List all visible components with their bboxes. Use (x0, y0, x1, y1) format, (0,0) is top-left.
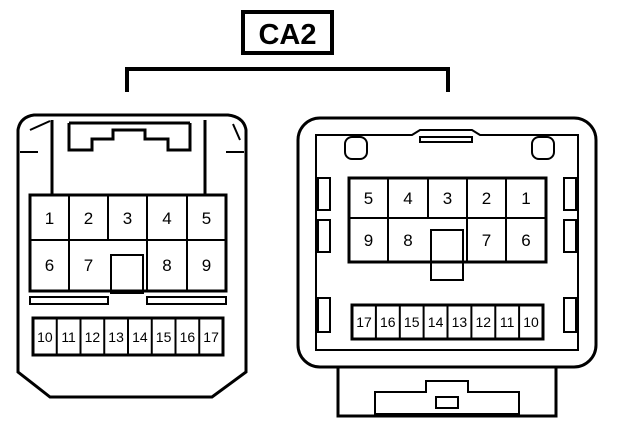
left-connector-latch (50, 120, 207, 195)
left-pin-label: 5 (202, 209, 211, 228)
left-pin-label: 10 (37, 329, 53, 345)
right-pin-label: 16 (380, 314, 396, 330)
left-connector-housing-inner (20, 120, 244, 153)
left-pin-label: 3 (123, 209, 132, 228)
right-connector-side-slot (317, 219, 331, 253)
right-pin-label: 3 (443, 189, 452, 208)
left-pin-label: 17 (203, 329, 219, 345)
left-lower-grid (55, 318, 201, 355)
left-pin-label: 1 (45, 209, 54, 228)
right-pin-label: 15 (404, 314, 420, 330)
left-pin-labels: 1 2 3 4 5 6 7 8 9 10 11 12 13 14 15 16 1… (37, 209, 219, 345)
right-lower-grid (374, 305, 521, 339)
left-pin-label: 2 (84, 209, 93, 228)
right-connector (296, 116, 598, 418)
left-pin-label: 14 (132, 329, 148, 345)
left-pin-label: 15 (156, 329, 172, 345)
right-connector-side-slot (563, 219, 577, 253)
right-connector-side-slot (317, 177, 331, 211)
right-pin-label: 4 (403, 189, 412, 208)
right-connector-lower-housing (336, 363, 558, 418)
left-pin-label: 7 (84, 256, 93, 275)
left-connector-rail-right (146, 296, 227, 305)
left-upper-grid (30, 195, 226, 291)
right-connector-side-slot (317, 297, 331, 333)
right-pin-label: 13 (452, 314, 468, 330)
right-pin-labels: 5 4 3 2 1 9 8 7 6 17 16 15 14 13 12 11 1… (356, 189, 539, 330)
right-pin-label: 17 (356, 314, 372, 330)
right-pin-label: 14 (428, 314, 444, 330)
right-connector-side-slot (563, 177, 577, 211)
right-pin-label: 6 (521, 231, 530, 250)
left-connector-key (110, 254, 144, 294)
right-connector-bottom-latch (374, 380, 520, 415)
right-connector-hole-right (531, 136, 555, 160)
left-pin-label: 6 (45, 256, 54, 275)
right-connector-side-slot (563, 297, 577, 333)
left-connector (16, 113, 248, 399)
left-pin-label: 13 (108, 329, 124, 345)
connector-label-group: CA2 (125, 10, 450, 92)
right-upper-grid (349, 178, 546, 262)
right-connector-top-latch (419, 136, 473, 143)
right-pin-label: 9 (364, 231, 373, 250)
left-pin-label: 16 (180, 329, 196, 345)
right-connector-key (430, 229, 464, 281)
right-pin-label: 5 (364, 189, 373, 208)
left-pin-label: 12 (85, 329, 101, 345)
right-pin-label: 12 (476, 314, 492, 330)
right-pin-label: 11 (500, 314, 515, 330)
left-connector-upper-cavity (28, 193, 228, 293)
left-pin-label: 9 (202, 256, 211, 275)
left-pin-label: 11 (61, 329, 76, 345)
connector-label: CA2 (258, 19, 316, 51)
right-pin-label: 7 (482, 231, 491, 250)
right-connector-inner-outline (315, 129, 579, 351)
right-pin-label: 1 (521, 189, 530, 208)
right-connector-upper-cavity (347, 176, 548, 264)
left-pin-label: 8 (162, 256, 171, 275)
right-connector-hole-left (344, 136, 368, 160)
right-pin-label: 8 (403, 231, 412, 250)
left-pin-label: 4 (162, 209, 171, 228)
right-connector-bottom-latch-tab (435, 396, 459, 409)
left-connector-rail-left (29, 296, 109, 305)
right-pin-label: 2 (482, 189, 491, 208)
connector-bracket (125, 67, 450, 92)
left-connector-housing (16, 113, 248, 399)
connector-label-box (241, 10, 334, 55)
right-pin-label: 10 (523, 314, 539, 330)
